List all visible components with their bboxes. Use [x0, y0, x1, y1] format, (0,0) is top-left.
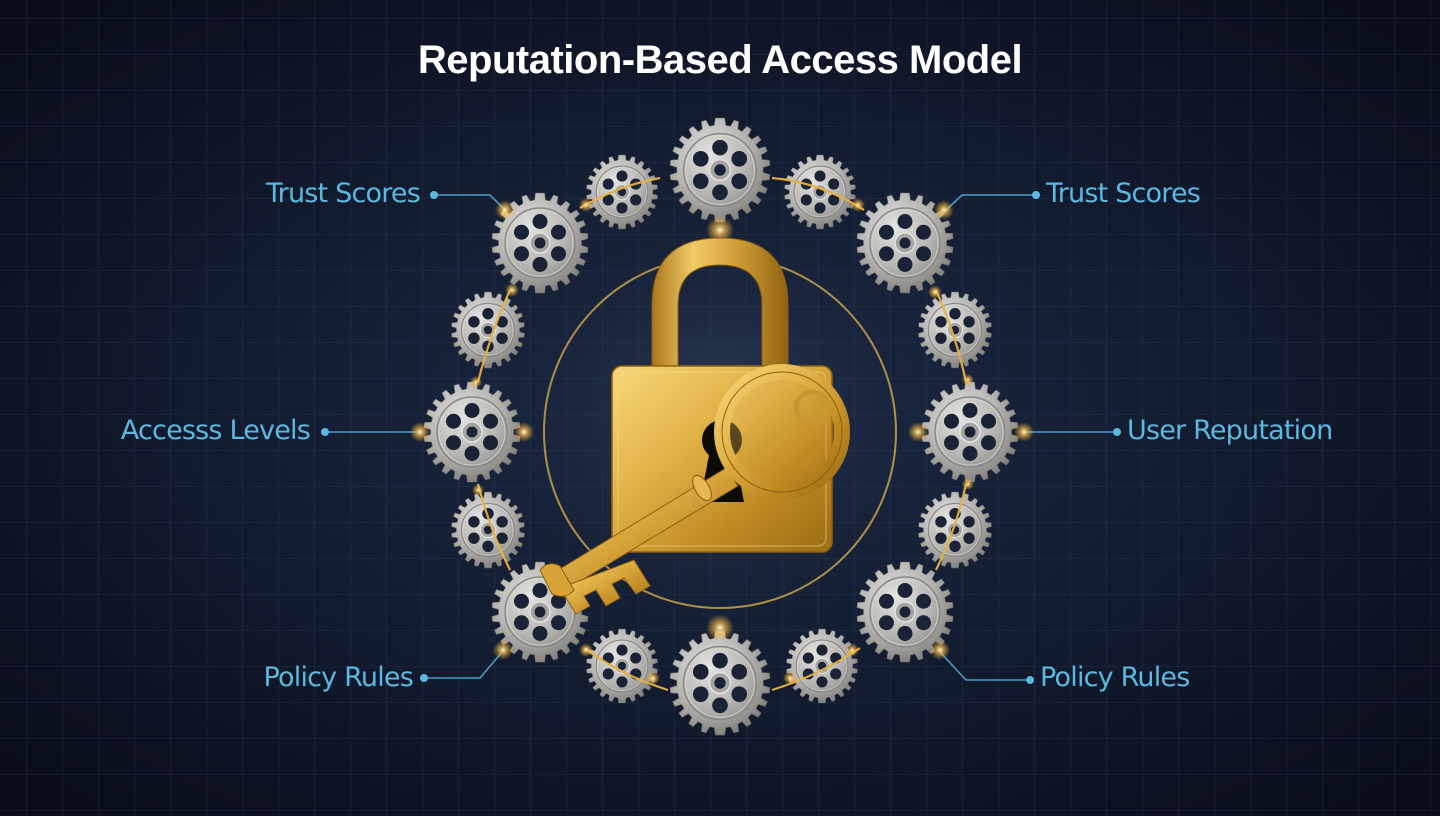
glow-points [410, 198, 1034, 685]
diagram-title: Reputation-Based Access Model [417, 38, 1023, 82]
connector-dots [321, 191, 1121, 684]
label-bottom-right: Policy Rules [1040, 662, 1190, 693]
connector-top-left [434, 194, 506, 211]
label-middle-right: User Reputation [1127, 415, 1333, 446]
connector-bottom-left [424, 651, 503, 679]
label-top-left: Trust Scores [265, 178, 421, 209]
label-middle-left: Accesss Levels [120, 415, 311, 446]
key-icon [539, 364, 850, 615]
connector-top-right [943, 194, 1036, 213]
label-bottom-left: Policy Rules [263, 662, 414, 693]
connector-bottom-right [939, 651, 1030, 681]
label-top-right: Trust Scores [1046, 178, 1201, 209]
